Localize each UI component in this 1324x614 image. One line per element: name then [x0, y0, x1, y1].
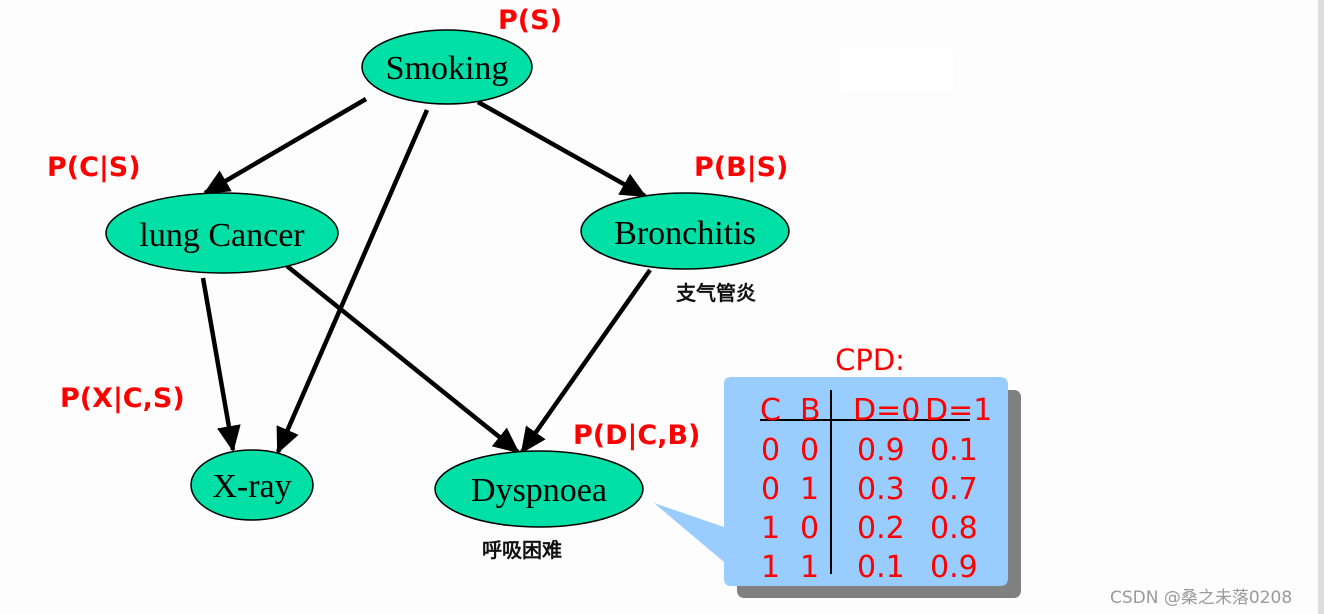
watermark: CSDN @桑之未落0208: [1110, 588, 1293, 608]
cpd-cell: 1: [761, 511, 780, 546]
cpd-row: 1 1 0.1 0.9: [761, 550, 978, 585]
edge-smoking-xray: [275, 109, 430, 454]
cpd-cell: 1: [800, 472, 819, 507]
cpd-cell: 0.7: [930, 472, 978, 507]
cpd-row: 0 0 0.9 0.1: [761, 433, 978, 468]
edges: [200, 97, 652, 454]
edge-smoking-lungcancer: [203, 97, 368, 195]
cpd-cell: 0: [800, 511, 819, 546]
prob-label-dyspnoea: P(D|C,B): [573, 420, 700, 451]
node-dyspnoea-label: Dyspnoea: [471, 472, 607, 509]
background-patch: [841, 50, 953, 92]
prob-label-xray: P(X|C,S): [60, 383, 185, 414]
cpd-header-d0: D=0: [853, 393, 920, 428]
node-bronchitis: Bronchitis: [580, 192, 790, 270]
cpd-cell: 0.8: [930, 511, 978, 546]
prob-label-lung-cancer: P(C|S): [47, 152, 141, 183]
cpd-header-b: B: [800, 393, 821, 428]
node-bronchitis-label: Bronchitis: [614, 215, 756, 252]
edge-bronchitis-dyspnoea: [520, 268, 652, 454]
cpd-title: CPD:: [835, 343, 905, 377]
cpd-row: 0 1 0.3 0.7: [761, 472, 978, 507]
cpd-cell: 0: [761, 433, 780, 468]
node-lung-cancer-label: lung Cancer: [139, 217, 305, 254]
edge-smoking-bronchitis: [476, 100, 647, 198]
cpd-header-d1: D=1: [925, 393, 992, 428]
cpd-cell: 1: [800, 550, 819, 585]
cpd-cell: 0.9: [857, 433, 905, 468]
scrollbar-edge: [1318, 0, 1324, 614]
node-smoking: Smoking: [361, 29, 533, 105]
cn-label-dyspnoea: 呼吸困难: [482, 538, 562, 562]
node-dyspnoea: Dyspnoea: [434, 450, 644, 528]
cpd-cell: 0.9: [930, 550, 978, 585]
cpd-cell: 0.2: [857, 511, 905, 546]
cpd-cell: 0.1: [930, 433, 978, 468]
prob-label-bronchitis: P(B|S): [694, 152, 788, 183]
cpd-cell: 1: [761, 550, 780, 585]
cpd-cell: 0.3: [857, 472, 905, 507]
edge-lungcancer-dyspnoea: [285, 264, 520, 454]
cpd-cell: 0.1: [857, 550, 905, 585]
cn-label-bronchitis: 支气管炎: [676, 281, 756, 305]
cpd-cell: 0: [800, 433, 819, 468]
edge-lungcancer-xray: [200, 277, 241, 452]
node-xray: X-ray: [190, 449, 314, 521]
prob-label-smoking: P(S): [498, 5, 562, 36]
node-lung-cancer: lung Cancer: [105, 192, 339, 274]
cpd-callout: CPD: C B D=0 D=1 0 0 0.9 0.1 0 1 0.3 0.7…: [654, 343, 1021, 598]
cpd-header-c: C: [760, 393, 781, 428]
cpd-cell: 0: [761, 472, 780, 507]
node-xray-label: X-ray: [212, 468, 291, 505]
node-smoking-label: Smoking: [386, 50, 509, 87]
cpd-row: 1 0 0.2 0.8: [761, 511, 978, 546]
